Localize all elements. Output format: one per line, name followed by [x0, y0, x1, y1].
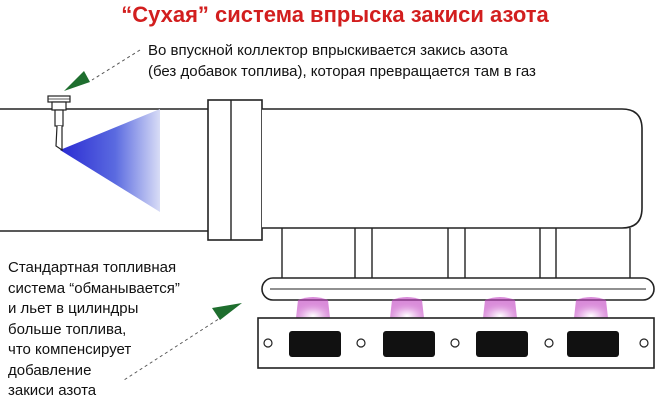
annotation-top: Во впускной коллектор впрыскивается заки… [148, 40, 668, 82]
annotation-left: Стандартная топливная система “обманывае… [8, 258, 258, 402]
annotation-top-line: (без добавок топлива), которая превращае… [148, 63, 536, 80]
nozzle-icon [47, 95, 71, 152]
annotation-left-line: что компенсирует [8, 341, 132, 358]
runners [281, 228, 631, 278]
arrow-icon [212, 303, 242, 320]
annotation-left-line: и льет в цилиндры [8, 300, 139, 317]
arrow-icon [64, 71, 90, 91]
annotation-left-line: Стандартная топливная [8, 259, 177, 276]
intake-pipe [0, 108, 208, 232]
annotation-left-line: больше топлива, [8, 320, 127, 338]
leader-line-top [91, 49, 141, 81]
leader-line-bottom [123, 312, 229, 381]
annotation-top-line: Во впускной коллектор впрыскивается заки… [148, 42, 508, 59]
intake-ports [289, 331, 619, 357]
nitrous-spray [60, 109, 160, 212]
throttle-flange [207, 99, 263, 241]
fuel-spray [296, 297, 608, 318]
annotation-left-line: закиси азота [8, 382, 97, 399]
annotation-left-line: система “обманывается” [8, 279, 180, 297]
plenum [262, 108, 643, 229]
diagram-title: “Сухая” система впрыска закиси азота [121, 2, 549, 27]
bolt-holes [263, 338, 649, 348]
annotation-left-line: добавление [8, 361, 92, 379]
